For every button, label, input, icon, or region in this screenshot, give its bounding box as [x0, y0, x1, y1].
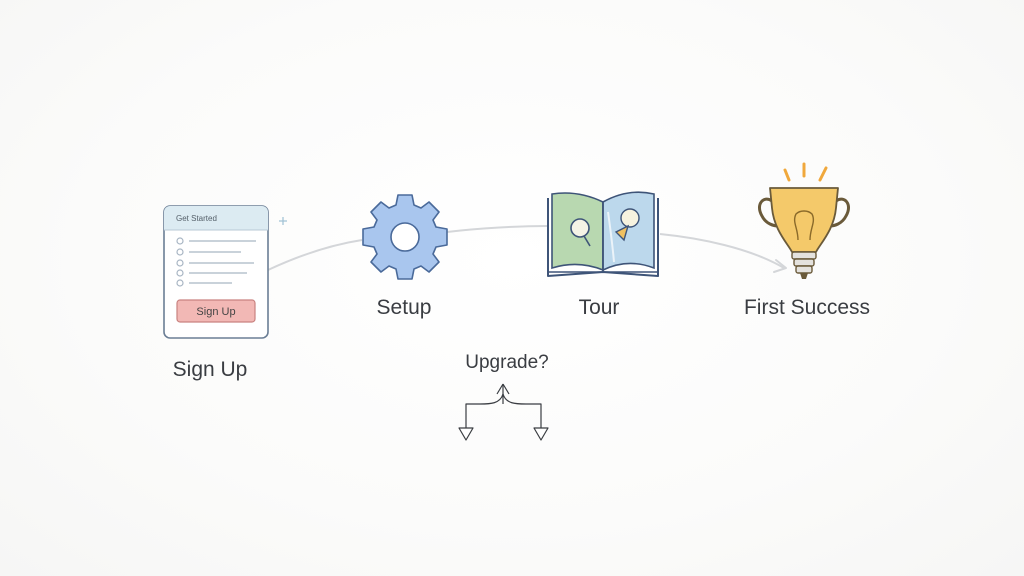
- signup-form-button-label: Sign Up: [196, 306, 235, 318]
- open-book-icon: [547, 191, 659, 277]
- trophy-lightbulb-icon: [758, 162, 850, 279]
- step-label-setup: Setup: [376, 296, 432, 319]
- branch-label-upgrade: Upgrade?: [465, 352, 549, 373]
- sparkle-icon: [279, 217, 287, 225]
- connector-signup-setup: [267, 239, 363, 271]
- lightbulb-small-icon: [614, 208, 640, 242]
- connector-arrowhead: [773, 259, 787, 273]
- gear-icon: [362, 194, 448, 280]
- connector-lines: [267, 225, 787, 273]
- signup-form-button: [176, 299, 256, 323]
- signup-form-fields: [176, 237, 256, 287]
- step-label-signup: Sign Up: [172, 358, 248, 381]
- step-label-first-success: First Success: [743, 296, 871, 319]
- connector-tour-success: [659, 233, 785, 269]
- branch-arrows-icon: [458, 383, 549, 441]
- bulb-base: [791, 251, 817, 274]
- magnifier-icon: [570, 218, 591, 247]
- light-rays: [783, 162, 828, 182]
- connector-setup-tour: [446, 225, 549, 233]
- signup-form-icon: Get Started Sign Up: [163, 205, 287, 339]
- signup-form-title: Get Started: [176, 214, 217, 223]
- step-label-tour: Tour: [578, 296, 620, 319]
